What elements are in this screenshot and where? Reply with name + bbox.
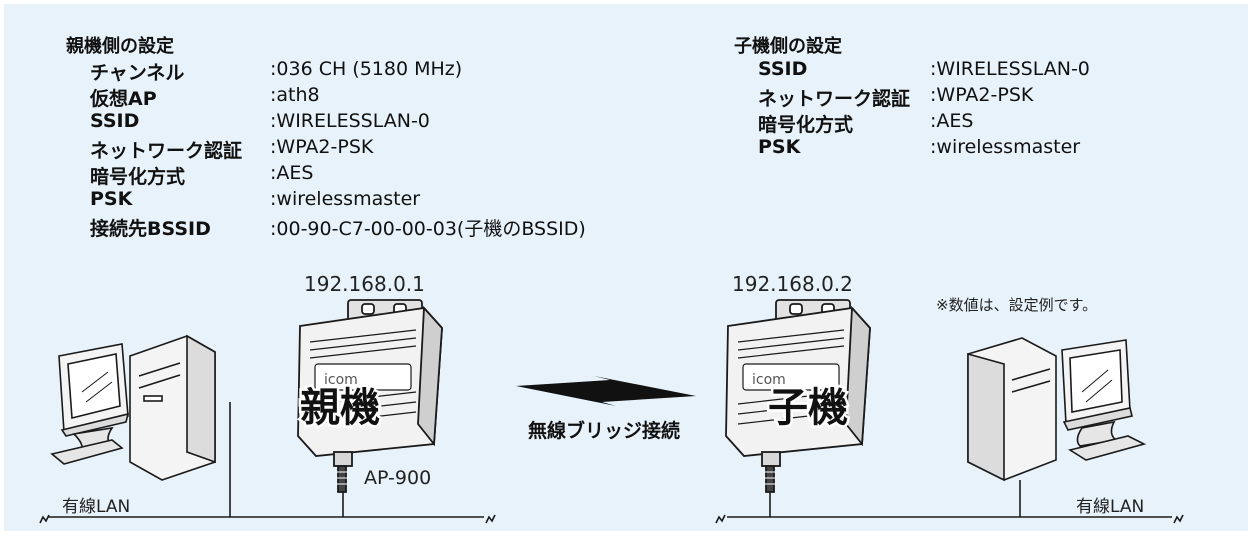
left-computer-icon <box>50 334 216 481</box>
parent-settings-title: 親機側の設定 <box>66 36 174 57</box>
parent-setting-key: 接続先BSSID <box>90 218 211 240</box>
child-setting-key: ネットワーク認証 <box>758 88 911 110</box>
parent-setting-value: :ath8 <box>270 84 320 106</box>
diagram-canvas: 親機側の設定 チャンネル :036 CH (5180 MHz) 仮想AP :ath8… <box>4 4 1248 531</box>
child-setting-key: SSID <box>758 58 808 80</box>
parent-setting-key: ネットワーク認証 <box>90 140 243 162</box>
child-device-brand: icom <box>752 372 786 388</box>
child-setting-value: :WIRELESSLAN-0 <box>930 58 1090 80</box>
parent-setting-value: :WIRELESSLAN-0 <box>270 110 430 132</box>
parent-device-badge: 親機 <box>300 385 380 431</box>
parent-device-brand: icom <box>324 372 358 388</box>
parent-setting-value: :wirelessmaster <box>270 188 421 210</box>
child-settings-title: 子機側の設定 <box>734 36 842 57</box>
parent-access-point-icon <box>297 299 443 493</box>
child-setting-value: :WPA2-PSK <box>930 84 1034 106</box>
parent-setting-value: :WPA2-PSK <box>270 136 374 158</box>
parent-setting-key: PSK <box>90 188 133 210</box>
parent-setting-key: チャンネル <box>90 62 185 84</box>
wireless-bridge-label: 無線ブリッジ接続 <box>528 420 681 442</box>
child-access-point-icon <box>725 299 871 493</box>
network-diagram-graphics: icom 親機 icom 子機 <box>39 299 1184 524</box>
parent-setting-value: :036 CH (5180 MHz) <box>270 58 463 80</box>
child-device-badge: 子機 <box>768 385 848 431</box>
lan-cables <box>39 402 1184 524</box>
child-setting-value: :wirelessmaster <box>930 136 1081 158</box>
child-setting-key: 暗号化方式 <box>758 114 854 136</box>
wired-lan-label-left: 有線LAN <box>62 497 131 517</box>
wireless-signal-bolt-icon <box>516 376 696 406</box>
child-setting-key: PSK <box>758 136 801 158</box>
parent-setting-key: 仮想AP <box>90 88 157 110</box>
parent-setting-value: :AES <box>270 162 314 184</box>
child-ip-address: 192.168.0.2 <box>732 272 853 296</box>
settings-example-note: ※数値は、設定例です。 <box>936 296 1098 314</box>
right-computer-icon <box>967 337 1147 482</box>
model-label: AP-900 <box>364 467 432 489</box>
parent-setting-value: :00-90-C7-00-00-03(子機のBSSID) <box>270 218 586 240</box>
parent-ip-address: 192.168.0.1 <box>304 272 425 296</box>
child-setting-value: :AES <box>930 110 974 132</box>
parent-setting-key: SSID <box>90 110 140 132</box>
wired-lan-label-right: 有線LAN <box>1076 497 1145 517</box>
parent-setting-key: 暗号化方式 <box>90 166 186 188</box>
